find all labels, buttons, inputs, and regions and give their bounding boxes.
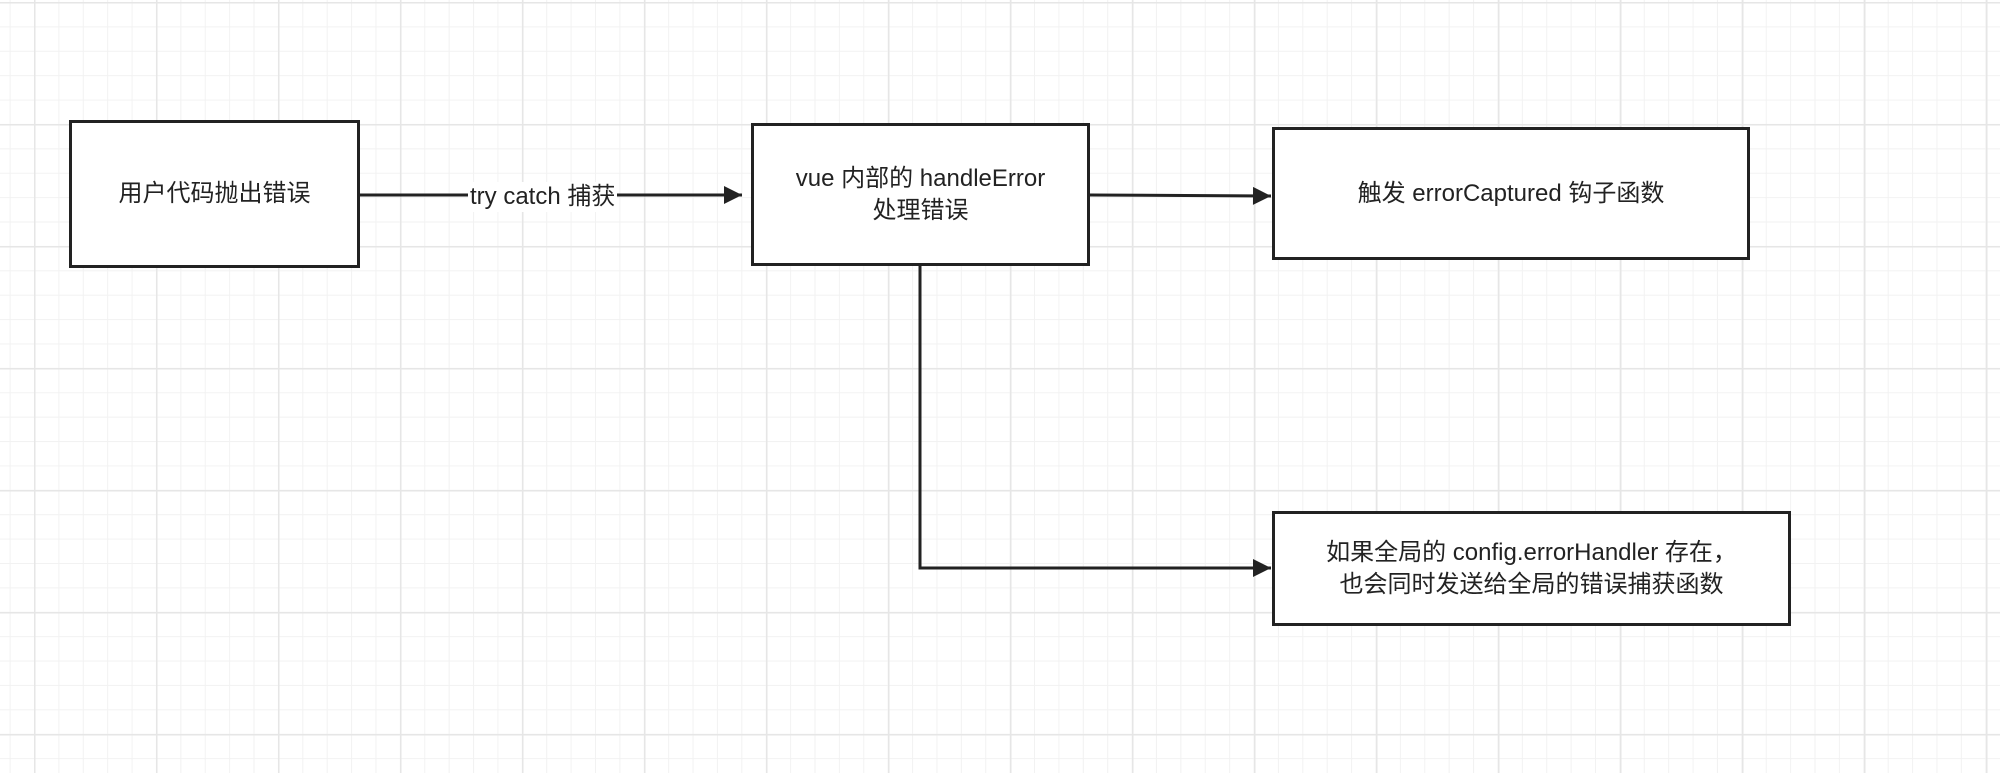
- edge-label-try-catch: try catch 捕获: [468, 182, 618, 212]
- node-error-captured-label: 触发 errorCaptured 钩子函数: [1357, 179, 1665, 207]
- arrow-handleerror-to-globalhandler: [918, 265, 1271, 577]
- node-global-handler-label: 如果全局的 config.errorHandler 存在， 也会同时发送给全局的…: [1326, 538, 1737, 598]
- node-user-code: 用户代码抛出错误: [69, 120, 360, 268]
- arrow-handleerror-to-errorcaptured: [1089, 186, 1272, 205]
- node-user-code-label: 用户代码抛出错误: [118, 180, 311, 207]
- node-global-handler: 如果全局的 config.errorHandler 存在， 也会同时发送给全局的…: [1272, 511, 1791, 626]
- node-error-captured: 触发 errorCaptured 钩子函数: [1272, 127, 1750, 260]
- node-handle-error: vue 内部的 handleError 处理错误: [751, 123, 1090, 266]
- node-handle-error-label: vue 内部的 handleError 处理错误: [795, 164, 1046, 224]
